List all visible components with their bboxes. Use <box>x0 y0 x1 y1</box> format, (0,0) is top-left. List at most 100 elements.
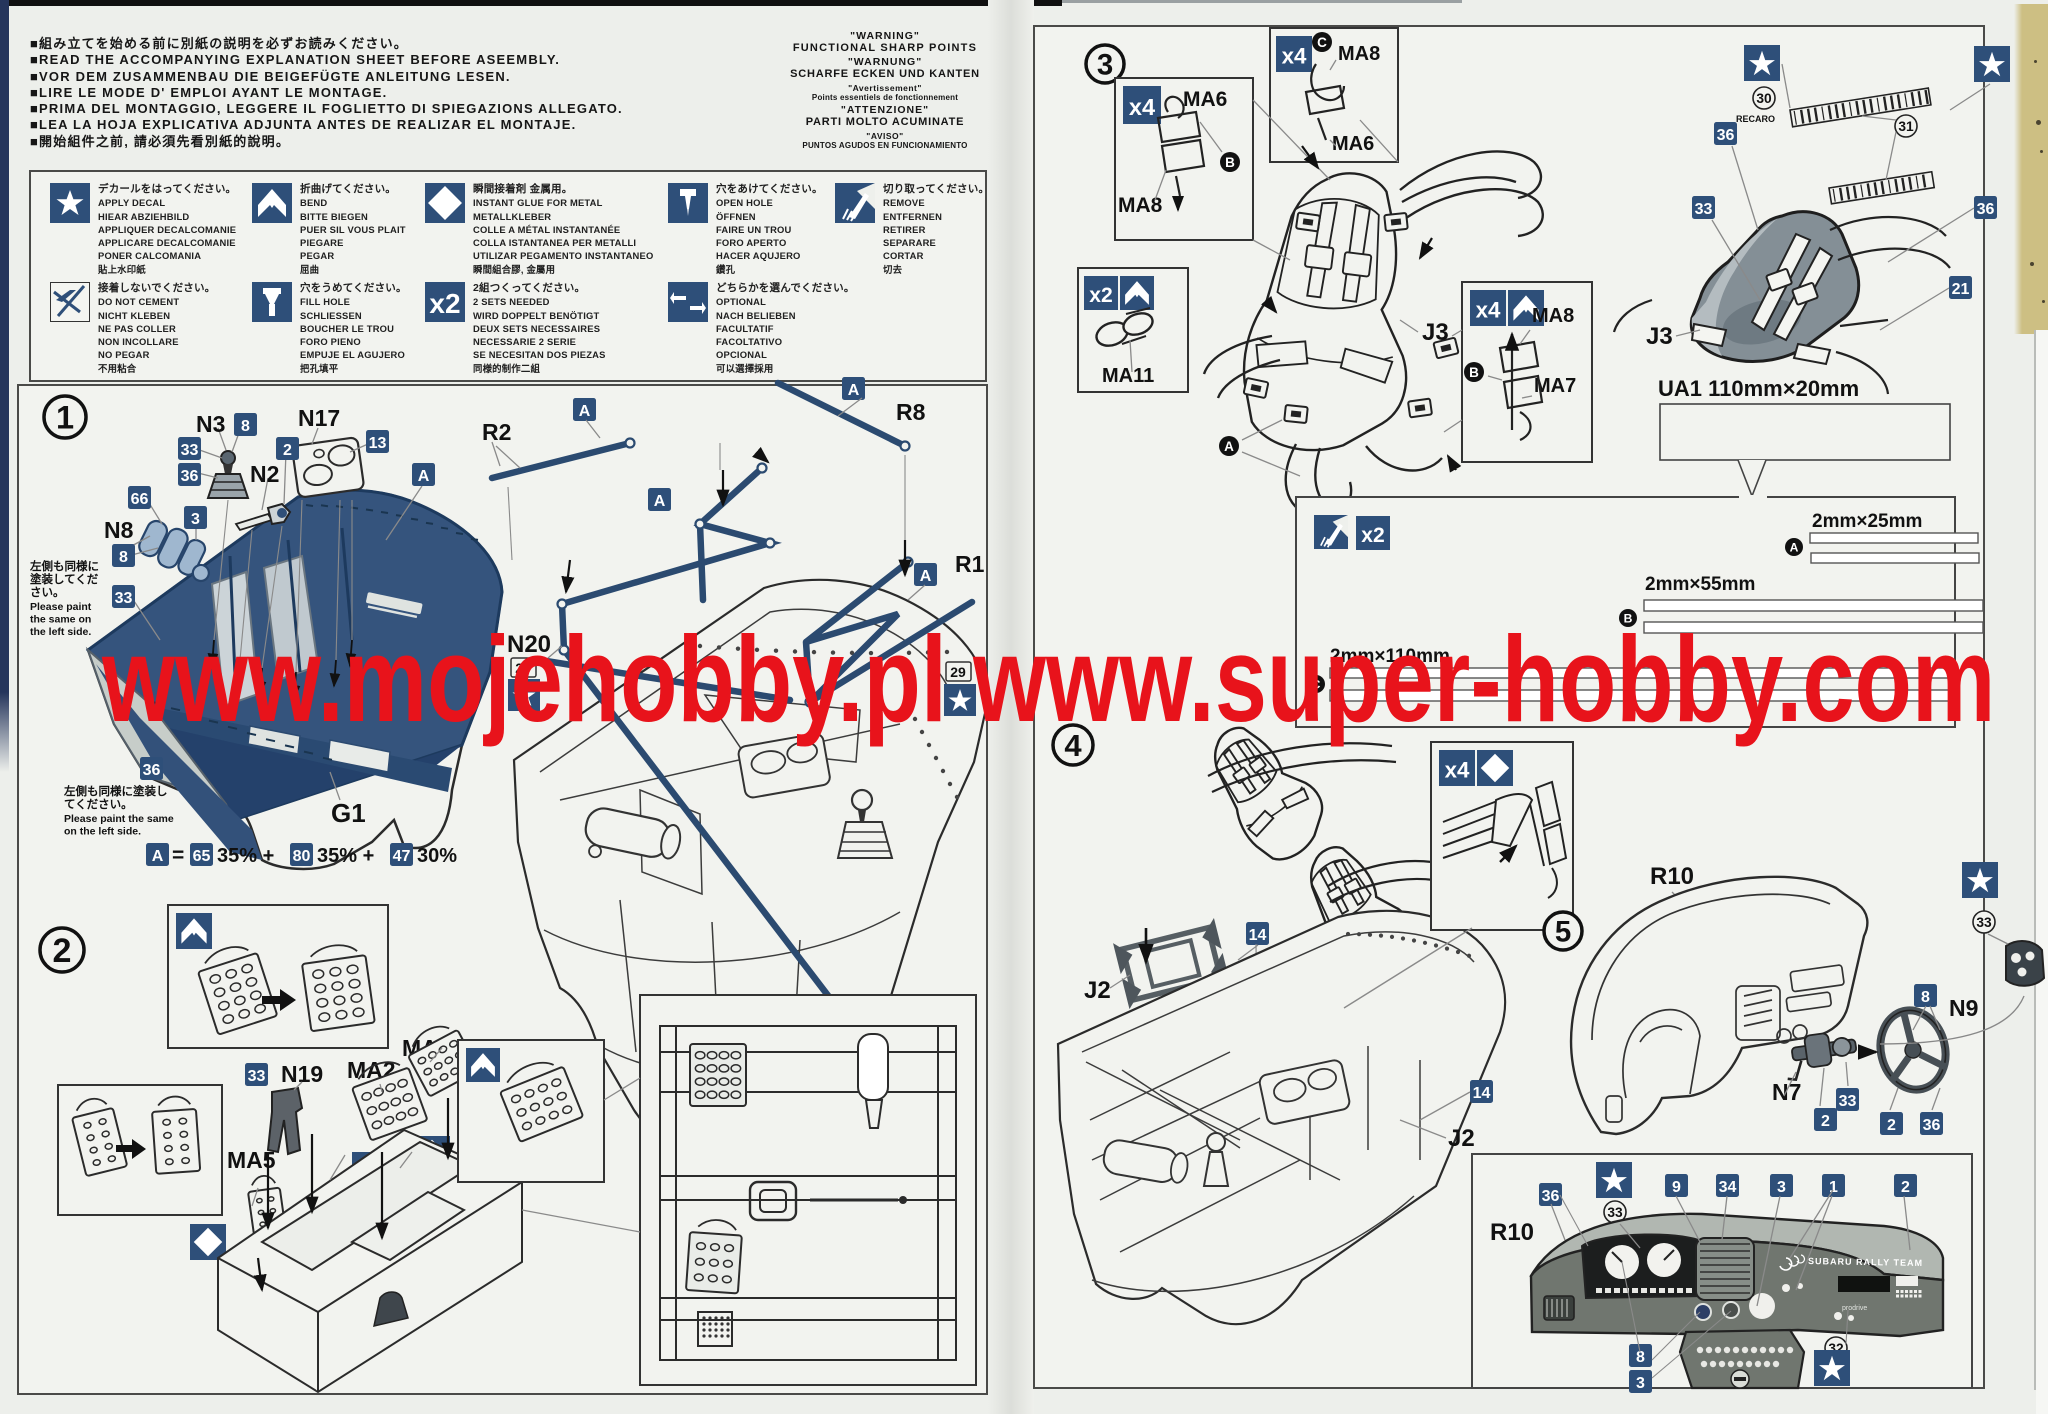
svg-text:65: 65 <box>193 848 211 865</box>
svg-text:2: 2 <box>1887 1117 1896 1134</box>
svg-text:x2: x2 <box>429 288 460 319</box>
svg-text:x4: x4 <box>1445 757 1470 782</box>
svg-text:N20: N20 <box>507 631 551 658</box>
svg-text:=: = <box>172 844 184 867</box>
svg-text:C: C <box>1312 677 1321 691</box>
svg-text:R2: R2 <box>482 419 511 445</box>
svg-text:J3: J3 <box>1646 323 1673 350</box>
svg-text:80: 80 <box>293 848 311 865</box>
svg-text:G1: G1 <box>331 798 366 828</box>
svg-text:2: 2 <box>53 932 72 970</box>
svg-text:3: 3 <box>1097 48 1113 81</box>
svg-text:21: 21 <box>1952 281 1970 298</box>
svg-text:x2: x2 <box>1361 524 1384 547</box>
svg-text:3: 3 <box>191 511 200 528</box>
svg-text:9: 9 <box>1672 1179 1681 1196</box>
svg-text:5: 5 <box>1555 915 1571 948</box>
svg-text:8: 8 <box>241 418 250 435</box>
svg-text:N9: N9 <box>1949 995 1978 1021</box>
svg-text:MA11: MA11 <box>1102 365 1154 387</box>
svg-text:33: 33 <box>181 442 199 459</box>
svg-text:R10: R10 <box>1490 1219 1534 1246</box>
svg-text:1: 1 <box>1829 1179 1838 1196</box>
svg-text:14: 14 <box>1249 927 1267 944</box>
svg-text:31: 31 <box>1898 119 1914 134</box>
svg-text:N8: N8 <box>104 517 134 543</box>
svg-text:RECARO: RECARO <box>1736 114 1775 124</box>
svg-text:33: 33 <box>1607 1205 1623 1220</box>
svg-text:A: A <box>579 403 591 420</box>
svg-text:36: 36 <box>143 762 161 779</box>
svg-text:2mm×55mm: 2mm×55mm <box>1645 574 1755 595</box>
svg-text:36: 36 <box>1923 1117 1941 1134</box>
svg-text:A: A <box>654 493 666 510</box>
svg-text:33: 33 <box>1839 1093 1857 1110</box>
svg-text:33: 33 <box>248 1068 266 1085</box>
svg-text:2: 2 <box>1901 1179 1910 1196</box>
svg-text:36: 36 <box>181 468 199 485</box>
svg-text:34: 34 <box>1719 1179 1737 1196</box>
svg-text:MA8: MA8 <box>1338 43 1380 65</box>
svg-text:36: 36 <box>1542 1188 1560 1205</box>
svg-text:30: 30 <box>1756 91 1772 106</box>
svg-text:prodrive: prodrive <box>1842 1305 1867 1312</box>
svg-text:35% +: 35% + <box>317 845 374 867</box>
svg-text:A: A <box>1224 439 1234 454</box>
svg-text:SUBARU RALLY TEAM: SUBARU RALLY TEAM <box>1808 1256 1923 1268</box>
svg-text:R8: R8 <box>896 399 926 425</box>
svg-text:2: 2 <box>1821 1113 1830 1130</box>
svg-text:8: 8 <box>1636 1349 1645 1366</box>
svg-text:8: 8 <box>1921 989 1930 1006</box>
svg-text:x2: x2 <box>1089 284 1112 307</box>
svg-text:33: 33 <box>115 590 133 607</box>
svg-text:B: B <box>1624 611 1633 625</box>
svg-text:N19: N19 <box>281 1061 323 1087</box>
svg-text:1: 1 <box>56 400 74 436</box>
svg-text:36: 36 <box>1717 127 1735 144</box>
svg-text:36: 36 <box>1977 201 1995 218</box>
svg-text:A: A <box>920 568 932 585</box>
svg-text:x4: x4 <box>1282 43 1307 68</box>
svg-text:2mm×110mm: 2mm×110mm <box>1330 646 1450 667</box>
svg-text:33: 33 <box>1976 915 1992 930</box>
svg-text:B: B <box>1225 155 1235 170</box>
svg-text:35% +: 35% + <box>217 845 274 867</box>
svg-text:J2: J2 <box>1084 977 1111 1004</box>
svg-text:29: 29 <box>515 660 531 676</box>
svg-text:N17: N17 <box>298 405 340 431</box>
svg-text:33: 33 <box>1695 201 1713 218</box>
svg-text:14: 14 <box>1473 1085 1491 1102</box>
svg-text:A: A <box>152 848 164 865</box>
svg-text:MA7: MA7 <box>1534 375 1576 397</box>
svg-text:MA6: MA6 <box>1332 133 1374 155</box>
svg-text:B: B <box>1469 365 1479 380</box>
svg-text:8: 8 <box>119 549 128 566</box>
svg-text:N3: N3 <box>196 411 225 437</box>
svg-text:UA1 110mm×20mm: UA1 110mm×20mm <box>1658 376 1859 401</box>
svg-text:13: 13 <box>369 435 387 452</box>
svg-text:66: 66 <box>131 491 149 508</box>
svg-text:C: C <box>1317 35 1327 50</box>
svg-text:J3: J3 <box>1422 319 1449 346</box>
svg-text:MA8: MA8 <box>1118 194 1163 217</box>
svg-text:2mm×25mm: 2mm×25mm <box>1812 511 1922 532</box>
svg-text:3: 3 <box>1636 1375 1645 1392</box>
svg-text:4: 4 <box>1064 728 1082 763</box>
svg-text:2: 2 <box>283 442 292 459</box>
svg-text:J2: J2 <box>1448 1125 1475 1152</box>
svg-text:x4: x4 <box>1129 94 1155 120</box>
svg-text:MA6: MA6 <box>1183 88 1227 111</box>
svg-text:47: 47 <box>393 848 411 865</box>
svg-text:A: A <box>1790 540 1799 554</box>
svg-text:N2: N2 <box>250 461 279 487</box>
svg-text:30%: 30% <box>417 845 457 867</box>
svg-text:A: A <box>418 468 430 485</box>
svg-text:x4: x4 <box>1476 297 1501 322</box>
svg-text:29: 29 <box>950 664 966 680</box>
svg-text:R10: R10 <box>1650 863 1694 890</box>
svg-text:MA8: MA8 <box>1532 305 1574 327</box>
svg-text:A: A <box>848 382 860 399</box>
svg-text:3: 3 <box>1777 1179 1786 1196</box>
